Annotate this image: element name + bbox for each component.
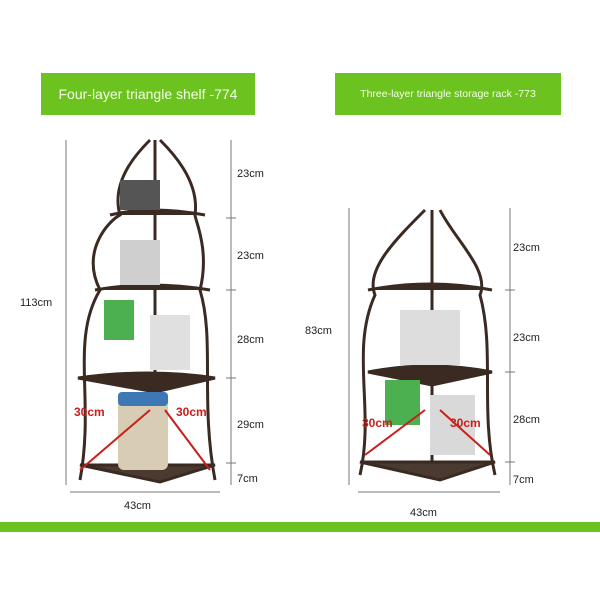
four-layer-tier-2: 23cm [237,250,264,262]
four-layer-width: 43cm [124,500,151,512]
four-layer-foot: 7cm [237,473,258,485]
three-layer-width: 43cm [410,507,437,519]
bottom-green-bar [0,522,600,532]
three-layer-tier-1: 23cm [513,242,540,254]
three-layer-total-height: 83cm [305,325,332,337]
four-layer-tier-3: 28cm [237,334,264,346]
four-layer-side-left: 30cm [74,405,105,419]
four-layer-side-right: 30cm [176,405,207,419]
three-layer-title-banner: Three-layer triangle storage rack -773 [335,73,561,115]
three-layer-tier-3: 28cm [513,414,540,426]
banner-text: Four-layer triangle shelf -774 [58,86,238,102]
four-layer-tier-4: 29cm [237,419,264,431]
storage-items [104,180,475,470]
three-layer-tier-2: 23cm [513,332,540,344]
side-measure-lines [79,409,491,471]
four-layer-total-height: 113cm [20,297,53,309]
four-layer-tier-1: 23cm [237,168,264,180]
banner-text: Three-layer triangle storage rack -773 [360,88,536,100]
dimension-lines [65,140,515,493]
four-layer-title-banner: Four-layer triangle shelf -774 [41,73,255,115]
three-layer-side-right: 30cm [450,416,481,430]
three-layer-foot: 7cm [513,474,534,486]
three-layer-side-left: 30cm [362,416,393,430]
